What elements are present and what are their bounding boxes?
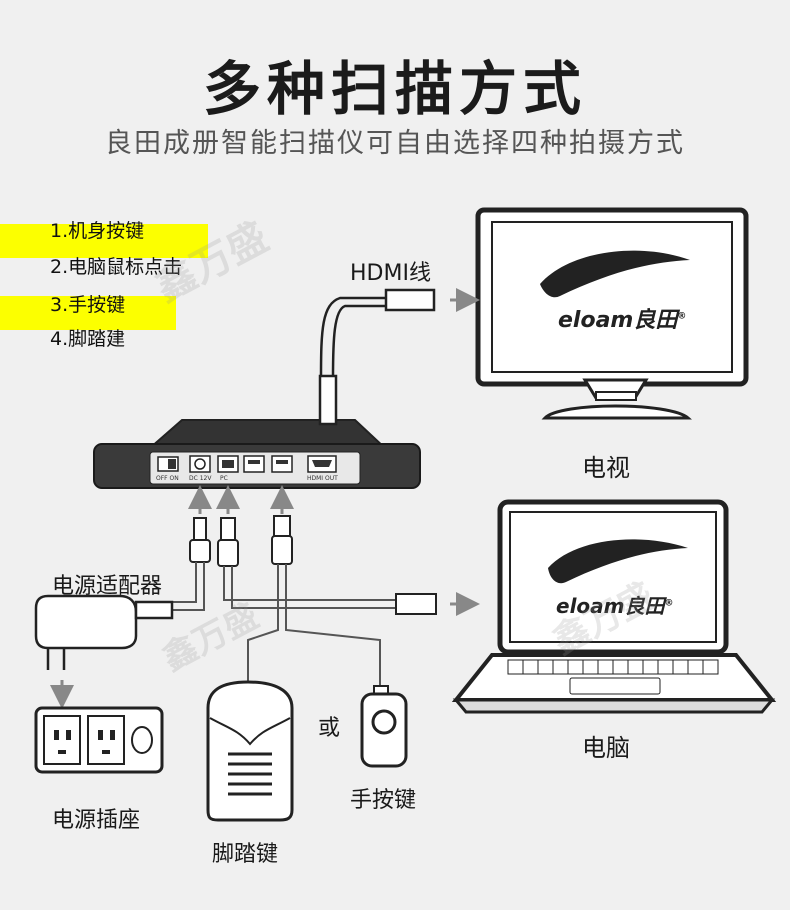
- tv-brand-logo: eloam良田®: [558, 308, 687, 333]
- port-label-pc: PC: [220, 475, 228, 482]
- power-socket-icon: [34, 706, 164, 774]
- port-label-dc: DC 12V: [189, 475, 212, 482]
- hand-button-label: 手按键: [350, 788, 417, 813]
- hand-button-icon: [360, 685, 408, 768]
- page-subtitle: 良田成册智能扫描仪可自由选择四种拍摄方式: [105, 128, 685, 159]
- laptop-brand-logo: eloam良田®: [556, 594, 674, 618]
- hdmi-cable: [318, 288, 436, 426]
- mode-item-2: 2.电脑鼠标点击: [50, 256, 183, 278]
- tv-label: 电视: [582, 454, 630, 482]
- page-title: 多种扫描方式: [202, 55, 587, 123]
- mode-item-1: 1.机身按键: [50, 220, 145, 242]
- highlight-bar-2: [0, 296, 176, 330]
- or-label: 或: [318, 716, 341, 741]
- dc-plug-icon: [189, 517, 211, 563]
- mode-item-4: 4.脚踏建: [50, 328, 126, 350]
- foot-pedal-icon: [206, 680, 294, 822]
- highlight-bar-1: [0, 224, 208, 258]
- mode-item-3: 3.手按键: [50, 294, 126, 316]
- foot-pedal-label: 脚踏键: [212, 842, 279, 867]
- laptop-icon: [451, 499, 777, 714]
- power-adapter-icon: [34, 594, 174, 670]
- scanner-device-icon: [93, 419, 421, 489]
- tv-monitor-icon: [475, 207, 749, 420]
- computer-label: 电脑: [582, 734, 630, 762]
- port-label-hdmi: HDMI OUT: [307, 475, 338, 482]
- adapter-label: 电源适配器: [52, 574, 163, 599]
- socket-label: 电源插座: [52, 808, 141, 833]
- usb-plug-icon: [271, 515, 293, 565]
- hdmi-cable-label: HDMI线: [350, 261, 431, 286]
- port-label-switch: OFF ON: [156, 475, 179, 482]
- pc-usb-plug-icon: [217, 517, 239, 567]
